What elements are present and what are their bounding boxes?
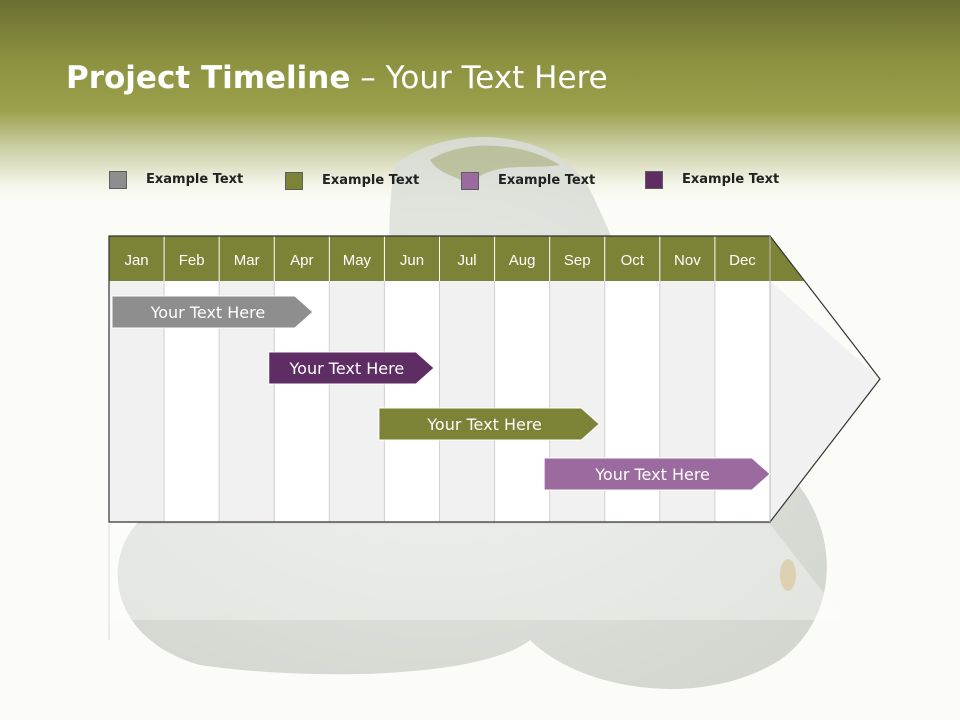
legend-swatch <box>461 172 479 190</box>
timeline-reflection <box>109 524 845 620</box>
month-column <box>494 281 550 522</box>
month-label: Sep <box>564 252 591 269</box>
page-title: Project Timeline – Your Text Here <box>66 60 608 96</box>
month-column <box>329 281 385 522</box>
month-label: Jul <box>457 252 476 269</box>
timeline-outline <box>108 235 881 523</box>
legend-swatch <box>109 171 127 189</box>
task-bar-label: Your Text Here <box>150 303 266 322</box>
task-bar <box>543 457 771 491</box>
month-label: Feb <box>179 252 205 269</box>
task-bar-label: Your Text Here <box>426 415 542 434</box>
legend-label: Example Text <box>146 172 244 187</box>
month-label: Apr <box>290 252 313 269</box>
arrow-head-body <box>770 281 880 522</box>
legend-label: Example Text <box>498 173 596 188</box>
legend-swatch <box>645 171 663 189</box>
month-label: Jan <box>124 252 148 269</box>
legend-label: Example Text <box>682 172 780 187</box>
month-label: May <box>343 252 372 269</box>
month-label: Nov <box>674 252 701 269</box>
month-label: Jun <box>400 252 424 269</box>
task-bar-label: Your Text Here <box>289 359 405 378</box>
month-label: Dec <box>729 252 756 269</box>
month-label: Oct <box>621 252 645 269</box>
task-bar-label: Your Text Here <box>594 465 710 484</box>
month-column <box>439 281 495 522</box>
task-bar <box>378 407 600 441</box>
task-bar <box>268 351 435 385</box>
month-column <box>384 281 440 522</box>
month-label: Aug <box>509 252 536 269</box>
legend-label: Example Text <box>322 173 420 188</box>
legend-swatch <box>285 172 303 190</box>
task-bar <box>111 295 314 329</box>
month-label: Mar <box>234 252 260 269</box>
